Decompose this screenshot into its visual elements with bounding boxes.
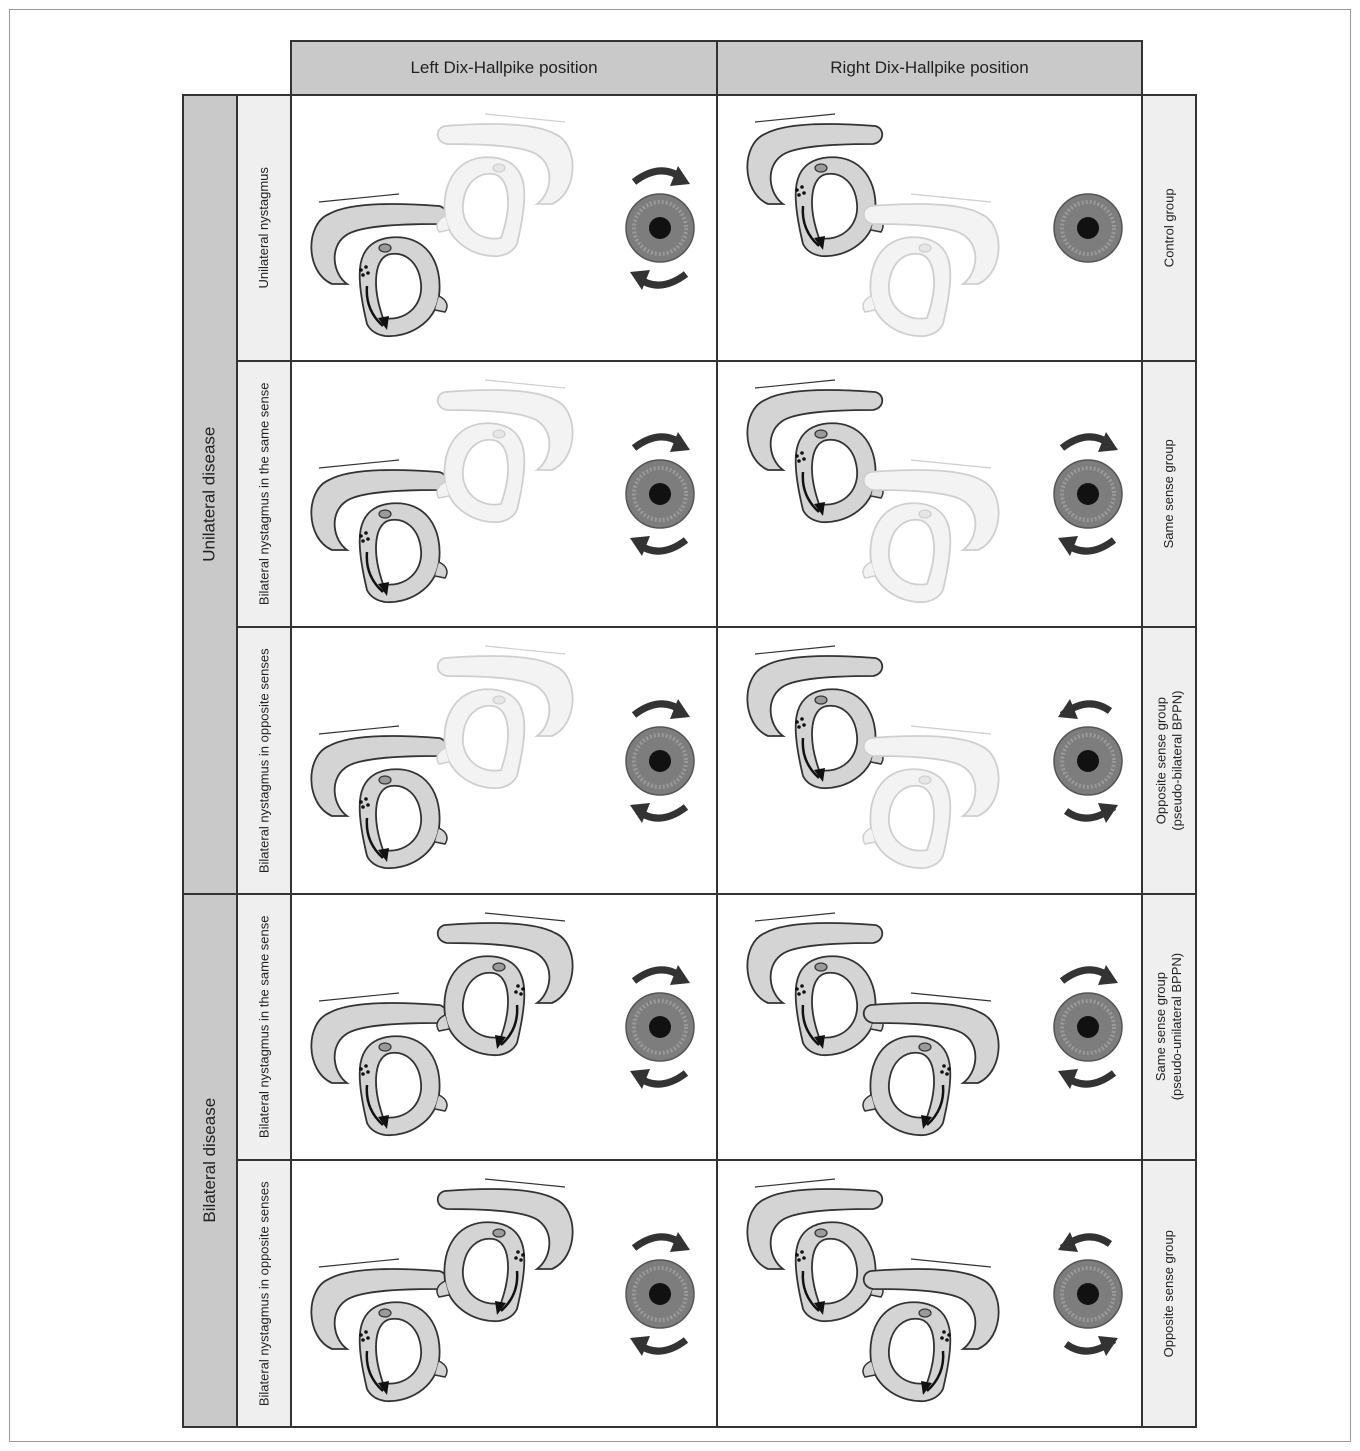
column-header-left: Left Dix-Hallpike position [290,40,718,96]
diagram-cell [716,626,1143,895]
outcome-line: Opposite sense group [1161,1230,1177,1357]
row-label: Bilateral nystagmus in opposite senses [236,626,292,895]
eye-iris-icon [626,1260,694,1328]
diagram-cell [716,1159,1143,1428]
outcome-label-text: Same sense group [1161,439,1177,548]
eye-iris-icon [1054,194,1122,262]
inner-ear-labyrinth-icon [311,194,447,336]
outcome-line: Same sense group [1153,953,1169,1100]
outcome-label-text: Opposite sense group (pseudo-bilateral B… [1153,690,1184,830]
inner-ear-labyrinth-icon [437,380,573,522]
cell-illustration [718,96,1141,360]
inner-ear-labyrinth-icon [747,646,883,788]
outcome-label-text: Same sense group (pseudo-unilateral BPPN… [1153,953,1184,1100]
inner-ear-labyrinth-icon [747,114,883,256]
diagram-cell [716,94,1143,362]
row-label: Bilateral nystagmus in the same sense [236,360,292,628]
cell-illustration [292,628,716,893]
column-header-right: Right Dix-Hallpike position [716,40,1143,96]
eye-iris-icon [1054,1260,1122,1328]
outcome-line: Same sense group [1161,439,1177,548]
inner-ear-labyrinth-icon [863,993,999,1135]
inner-ear-labyrinth-icon [437,1179,573,1321]
inner-ear-labyrinth-icon [311,993,447,1135]
outcome-line: (pseudo-unilateral BPPN) [1169,953,1185,1100]
eye-iris-icon [1054,460,1122,528]
inner-ear-labyrinth-icon [437,114,573,256]
row-label: Bilateral nystagmus in the same sense [236,893,292,1161]
outcome-label: Control group [1141,94,1197,362]
outcome-line: Opposite sense group [1153,690,1169,830]
outcome-label: Opposite sense group [1141,1159,1197,1428]
diagram-cell [290,1159,718,1428]
row-label-text: Bilateral nystagmus in the same sense [256,383,272,606]
outcome-label-text: Control group [1161,189,1177,268]
diagram-cell [290,360,718,628]
group-label-unilateral-text: Unilateral disease [200,427,220,562]
inner-ear-labyrinth-icon [863,460,999,602]
outcome-line: Control group [1161,189,1177,268]
row-label: Unilateral nystagmus [236,94,292,362]
outcome-label: Opposite sense group (pseudo-bilateral B… [1141,626,1197,895]
column-header-left-label: Left Dix-Hallpike position [410,58,597,78]
outcome-label: Same sense group (pseudo-unilateral BPPN… [1141,893,1197,1161]
inner-ear-labyrinth-icon [311,1259,447,1401]
group-label-unilateral: Unilateral disease [182,94,238,895]
cell-illustration [718,628,1141,893]
inner-ear-labyrinth-icon [747,1179,883,1321]
row-label-text: Bilateral nystagmus in the same sense [256,916,272,1139]
diagram-cell [716,360,1143,628]
cell-illustration [718,1161,1141,1426]
eye-iris-icon [1054,993,1122,1061]
cell-illustration [292,362,716,626]
cell-illustration [292,1161,716,1426]
inner-ear-labyrinth-icon [747,380,883,522]
row-label-text: Bilateral nystagmus in opposite senses [256,648,272,873]
inner-ear-labyrinth-icon [863,194,999,336]
inner-ear-labyrinth-icon [437,646,573,788]
column-header-right-label: Right Dix-Hallpike position [830,58,1028,78]
eye-iris-icon [626,460,694,528]
diagram-cell [290,94,718,362]
group-label-bilateral-text: Bilateral disease [200,1098,220,1223]
row-label-text: Unilateral nystagmus [256,167,272,288]
outcome-line: (pseudo-bilateral BPPN) [1169,690,1185,830]
inner-ear-labyrinth-icon [311,460,447,602]
inner-ear-labyrinth-icon [437,913,573,1055]
inner-ear-labyrinth-icon [747,913,883,1055]
inner-ear-labyrinth-icon [311,726,447,868]
cell-illustration [292,96,716,360]
outcome-label-text: Opposite sense group [1161,1230,1177,1357]
inner-ear-labyrinth-icon [863,1259,999,1401]
inner-ear-labyrinth-icon [863,726,999,868]
group-label-bilateral: Bilateral disease [182,893,238,1428]
cell-illustration [718,895,1141,1159]
cell-illustration [292,895,716,1159]
eye-iris-icon [626,194,694,262]
outcome-label: Same sense group [1141,360,1197,628]
eye-iris-icon [626,727,694,795]
diagram-cell [290,626,718,895]
diagram-cell [290,893,718,1161]
row-label-text: Bilateral nystagmus in opposite senses [256,1181,272,1406]
row-label: Bilateral nystagmus in opposite senses [236,1159,292,1428]
eye-iris-icon [626,993,694,1061]
diagram-cell [716,893,1143,1161]
cell-illustration [718,362,1141,626]
eye-iris-icon [1054,727,1122,795]
